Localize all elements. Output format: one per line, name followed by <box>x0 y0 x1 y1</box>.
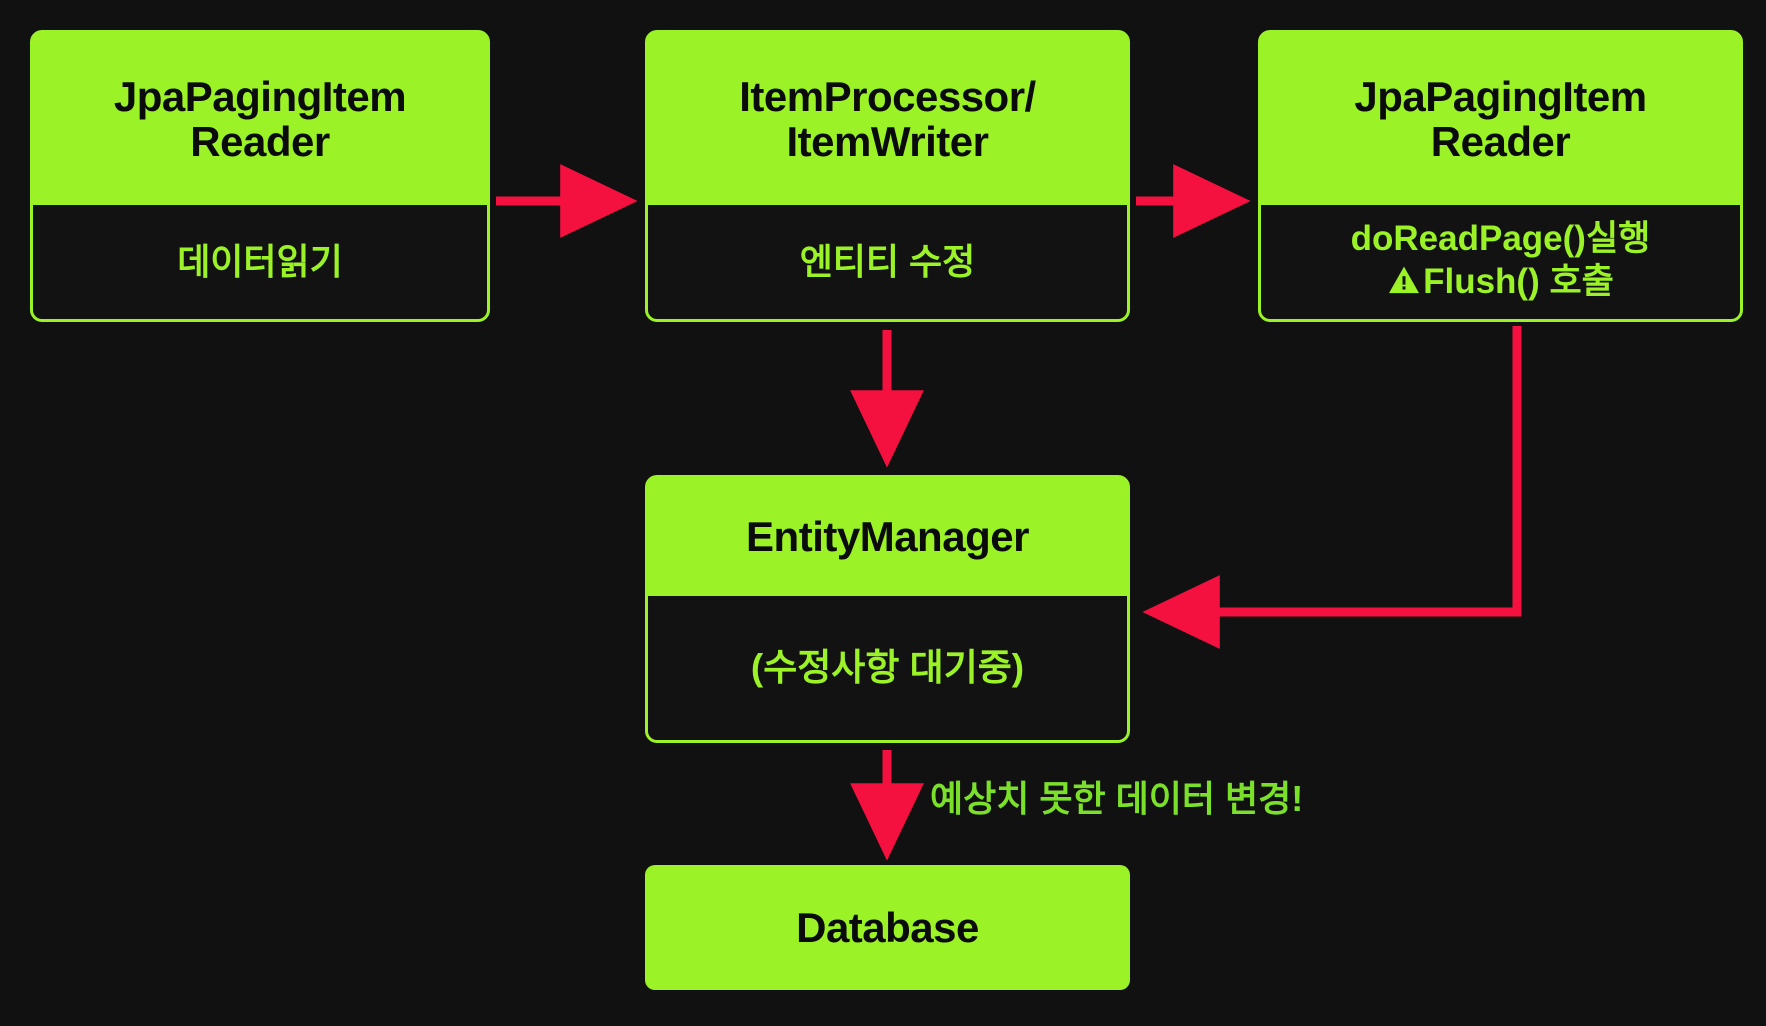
node-body-entitymanager-line1: (수정사항 대기중) <box>750 647 1025 689</box>
node-title-database-line1: Database <box>796 903 979 951</box>
node-body-processor: 엔티티 수정 <box>648 205 1127 319</box>
annotation-unexpected-data-change: 예상치 못한 데이터 변경! <box>930 778 1304 819</box>
node-title-reader1-line2: Reader <box>190 118 330 165</box>
node-database[interactable]: Database <box>645 865 1130 990</box>
node-title-reader1: JpaPagingItem Reader <box>33 33 487 205</box>
node-body-entitymanager: (수정사항 대기중) <box>648 596 1127 740</box>
node-title-processor: ItemProcessor/ ItemWriter <box>648 33 1127 205</box>
node-item-processor-writer[interactable]: ItemProcessor/ ItemWriter 엔티티 수정 <box>645 30 1130 322</box>
node-title-entitymanager: EntityManager <box>648 478 1127 596</box>
node-title-processor-line2: ItemWriter <box>786 118 989 165</box>
node-entity-manager[interactable]: EntityManager (수정사항 대기중) <box>645 475 1130 743</box>
node-title-reader2: JpaPagingItem Reader <box>1261 33 1740 205</box>
node-jpa-paging-item-reader-2[interactable]: JpaPagingItem Reader doReadPage()실행 Flus… <box>1258 30 1743 322</box>
node-body-reader2-line2-wrap: Flush() 호출 <box>1387 261 1614 306</box>
node-title-entitymanager-line1: EntityManager <box>746 513 1029 561</box>
node-title-database: Database <box>645 865 1130 990</box>
node-title-reader2-line1: JpaPagingItem <box>1354 72 1647 120</box>
node-body-reader2-line1: doReadPage()실행 <box>1350 219 1651 259</box>
node-body-processor-line1: 엔티티 수정 <box>799 241 976 283</box>
warning-triangle-icon <box>1387 263 1421 306</box>
node-body-reader1: 데이터읽기 <box>33 205 487 319</box>
node-jpa-paging-item-reader-1[interactable]: JpaPagingItem Reader 데이터읽기 <box>30 30 490 322</box>
node-title-reader1-line1: JpaPagingItem <box>113 72 407 120</box>
node-body-reader2: doReadPage()실행 Flush() 호출 <box>1261 205 1740 319</box>
node-body-reader2-line2: Flush() 호출 <box>1423 262 1614 301</box>
node-body-reader1-line1: 데이터읽기 <box>177 241 343 283</box>
node-title-processor-line1: ItemProcessor/ <box>739 72 1036 120</box>
arrow-reader2-to-entitymanager <box>1142 326 1522 649</box>
node-title-reader2-line2: Reader <box>1430 118 1571 165</box>
